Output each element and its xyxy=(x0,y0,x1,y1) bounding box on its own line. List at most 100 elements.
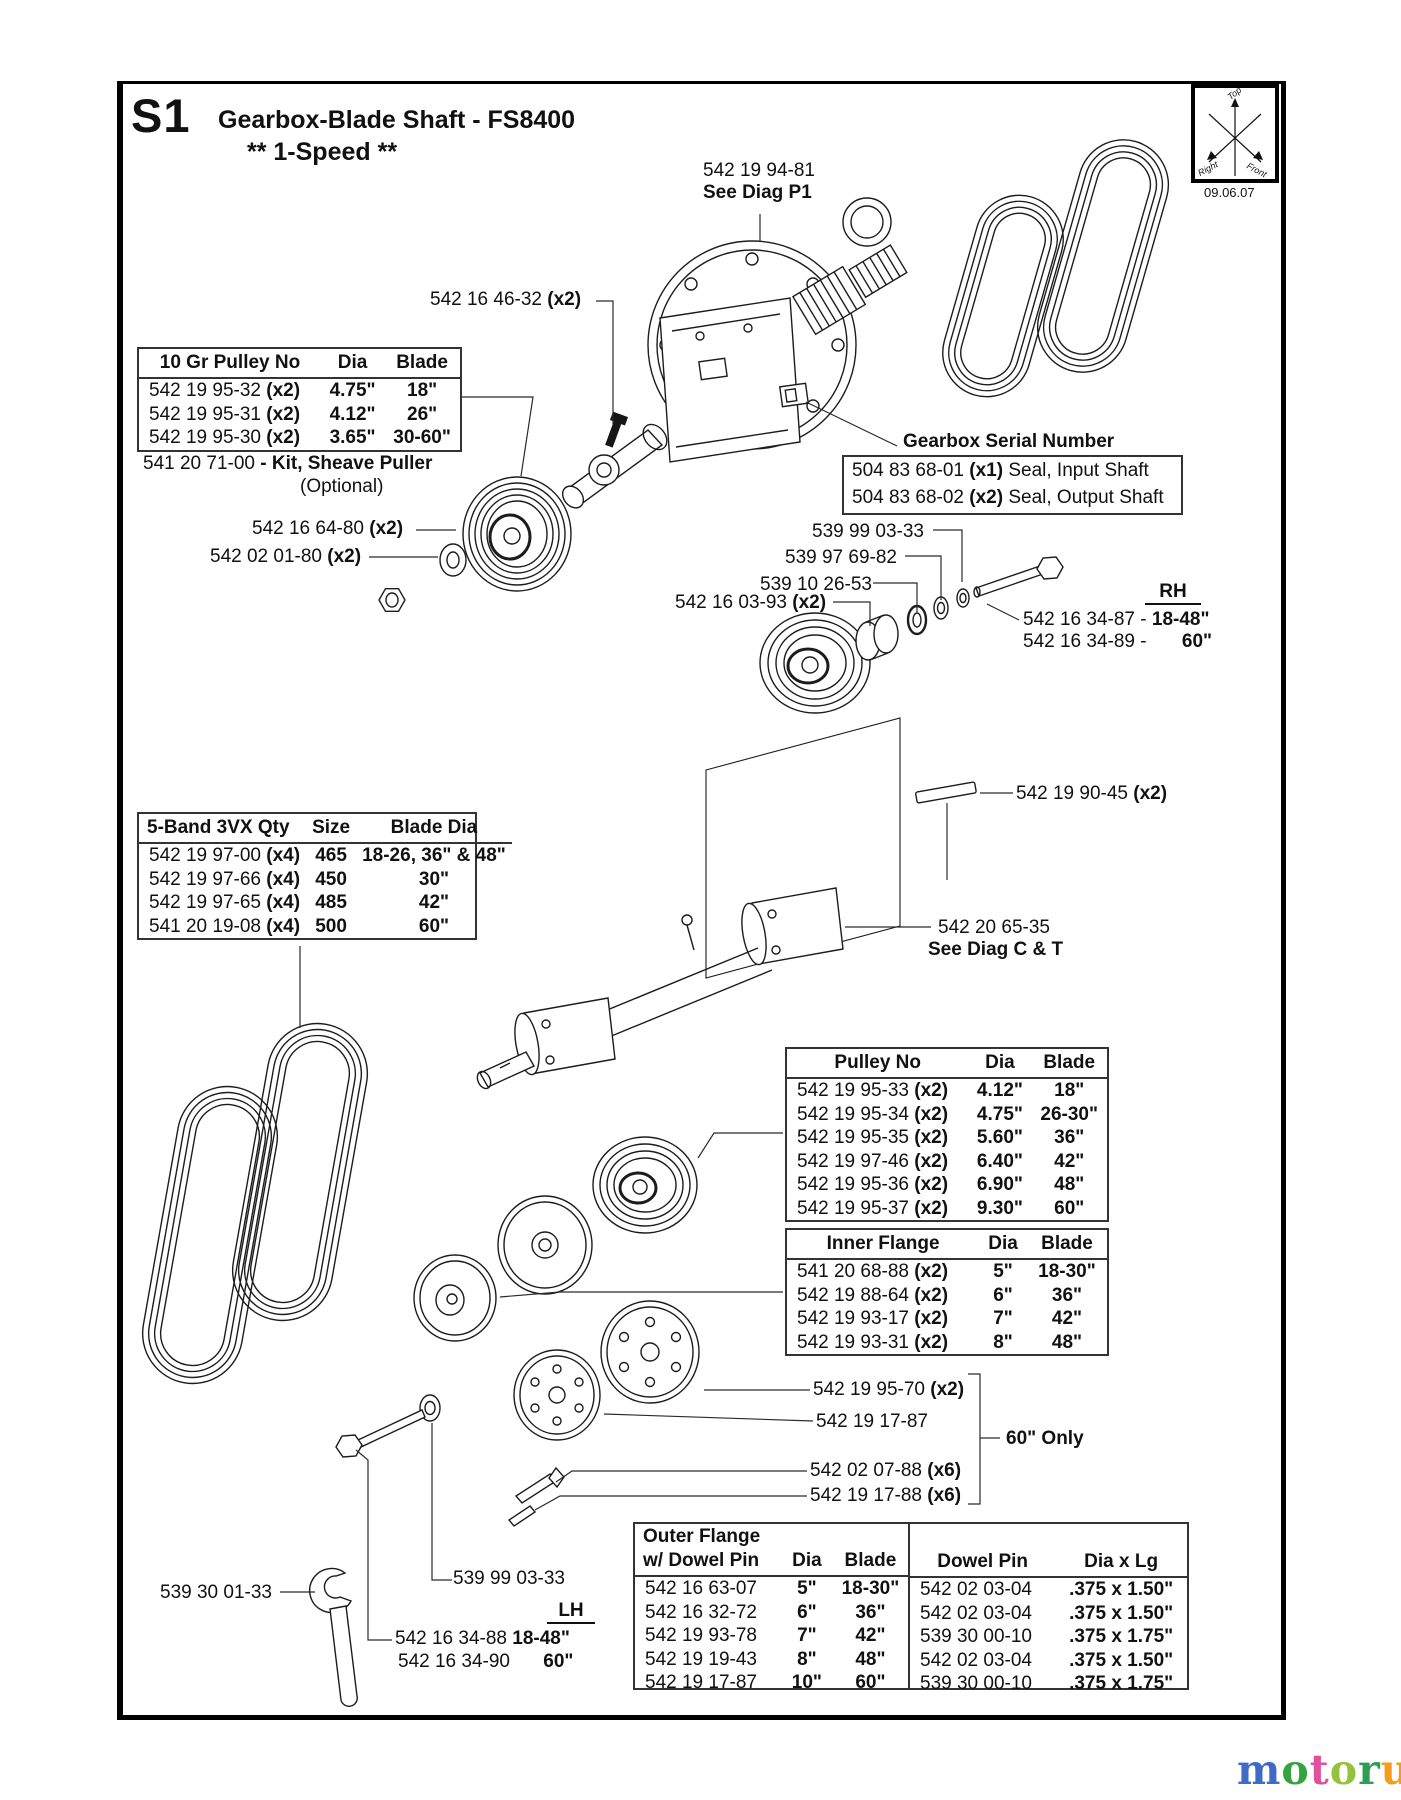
callout-optional: (Optional) xyxy=(300,476,384,497)
nut-drawing xyxy=(378,588,406,612)
callout-bolt: 542 19 17-88 (x6) xyxy=(810,1485,962,1506)
bolt-drawing xyxy=(605,411,629,448)
table-row: 542 19 95-30 (x2)3.65"30-60" xyxy=(149,427,451,448)
callout-flange: 542 19 17-87 xyxy=(816,1411,928,1432)
gearbox-drawing xyxy=(659,197,908,463)
seal-part-row: 504 83 68-01 (x1) Seal, Input Shaft xyxy=(852,460,1149,481)
callout-rh-bolt-1: 542 16 34-87 - 18-48" xyxy=(1023,609,1210,630)
page-subtitle: ** 1-Speed ** xyxy=(247,138,398,166)
callout-bolt: 542 02 07-88 (x6) xyxy=(810,1460,962,1481)
callout-sheave-puller-kit: 541 20 71-00 - Kit, Sheave Puller xyxy=(143,453,433,474)
blade-belt-drawing xyxy=(231,1022,369,1322)
wrench-drawing xyxy=(308,1567,358,1707)
blade-pulley-drawing xyxy=(592,1136,698,1234)
ten-groove-pulley-drawing xyxy=(462,476,572,592)
washer-drawing xyxy=(439,543,467,577)
key-panel-drawing xyxy=(705,717,977,979)
lh-side-label: LH xyxy=(547,1600,595,1624)
page-border xyxy=(117,81,1286,1720)
leader-lines xyxy=(280,214,1020,1641)
callout-flange: 542 19 95-70 (x2) xyxy=(813,1379,965,1400)
seal-part-row: 504 83 68-02 (x2) Seal, Output Shaft xyxy=(852,487,1164,508)
spindle-pulley-drawing xyxy=(759,612,871,714)
washer-drawing xyxy=(956,588,970,608)
callout-blade-shaft: 542 20 65-35 xyxy=(938,917,1050,938)
hex-bolt-drawing xyxy=(335,1409,426,1458)
callout-see-diag-ct: See Diag C & T xyxy=(928,939,1064,960)
sheet-id: S1 xyxy=(131,89,191,142)
sixty-only-bracket xyxy=(968,1373,1000,1505)
revision-date: 09.06.07 xyxy=(1204,185,1255,200)
callout-washer: 539 10 26-53 xyxy=(760,574,872,595)
callout-washer: 539 99 03-33 xyxy=(453,1568,565,1589)
washer-drawing xyxy=(419,1394,441,1422)
callout-washer: 542 02 01-80 (x2) xyxy=(210,546,362,567)
table-row: 541 20 68-88 (x2)5"18-30" xyxy=(797,1261,1096,1282)
table-row: 542 02 03-04.375 x 1.50" xyxy=(920,1579,1174,1600)
callout-rh-bolt-2: 542 16 34-89 - 60" xyxy=(1023,631,1213,652)
table-row: 542 19 97-46 (x2)6.40"42" xyxy=(797,1150,1085,1172)
input-shaft-drawing xyxy=(561,423,668,509)
table-row: 542 19 95-34 (x2)4.75"26-30" xyxy=(797,1103,1098,1125)
table-row: 542 19 93-31 (x2)8"48" xyxy=(797,1331,1083,1353)
table-row: 539 30 00-10.375 x 1.75" xyxy=(920,1673,1174,1694)
serial-number-heading: Gearbox Serial Number xyxy=(903,431,1115,452)
callout-lh-bolt-2: 542 16 34-90 60" xyxy=(398,1651,574,1672)
callout-wrench: 539 30 01-33 xyxy=(160,1582,272,1603)
table-row: 542 19 95-31 (x2)4.12"26" xyxy=(149,403,438,425)
table-row: 542 19 95-32 (x2)4.75"18" xyxy=(149,380,438,401)
callout-key: 542 19 90-45 (x2) xyxy=(1016,783,1168,804)
table-row: 542 19 93-17 (x2)7"42" xyxy=(797,1308,1083,1329)
table-row: 542 19 95-33 (x2)4.12"18" xyxy=(797,1080,1085,1101)
orientation-compass: Top Right Front xyxy=(1191,84,1279,183)
flat-pulley-drawing xyxy=(497,1195,593,1295)
lock-washer-drawing xyxy=(933,596,949,620)
callout-lh-bolt-1: 542 16 34-88 18-48" xyxy=(395,1628,570,1649)
outer-flange-drawing xyxy=(600,1300,700,1404)
spacer-hub-drawing xyxy=(855,614,899,661)
table-row: 542 19 88-64 (x2)6"36" xyxy=(797,1284,1083,1306)
rh-side-label: RH xyxy=(1145,581,1201,605)
blade-shaft-drawing xyxy=(476,887,844,1090)
blade-belt-drawing xyxy=(141,1085,279,1385)
table-row: 542 19 95-37 (x2)9.30"60" xyxy=(797,1197,1085,1219)
watermark-letters: motoruf xyxy=(1237,1746,1401,1794)
drive-belt-drawing xyxy=(942,194,1064,398)
table-row: 542 02 03-04.375 x 1.50" xyxy=(920,1649,1174,1671)
callout-bolt: 542 16 46-32 (x2) xyxy=(430,289,582,310)
table-row: 542 19 95-35 (x2)5.60"36" xyxy=(797,1127,1085,1148)
table-row: 542 02 03-04.375 x 1.50" xyxy=(920,1602,1174,1624)
watermark-logo: motoruf.de xyxy=(1237,1746,1401,1794)
compass-icon: Top Right Front xyxy=(1196,88,1269,179)
sixty-only-label: 60" Only xyxy=(1006,1428,1084,1449)
small-bolt-drawing xyxy=(507,1466,565,1527)
hex-bolt-drawing xyxy=(973,556,1064,598)
hub-flange-drawing xyxy=(513,1349,601,1441)
table-row: 539 30 00-10.375 x 1.75" xyxy=(920,1626,1174,1647)
page-title: Gearbox-Blade Shaft - FS8400 xyxy=(218,106,576,134)
inner-flange-drawing xyxy=(413,1254,497,1342)
callout-washer: 539 99 03-33 xyxy=(812,521,924,542)
